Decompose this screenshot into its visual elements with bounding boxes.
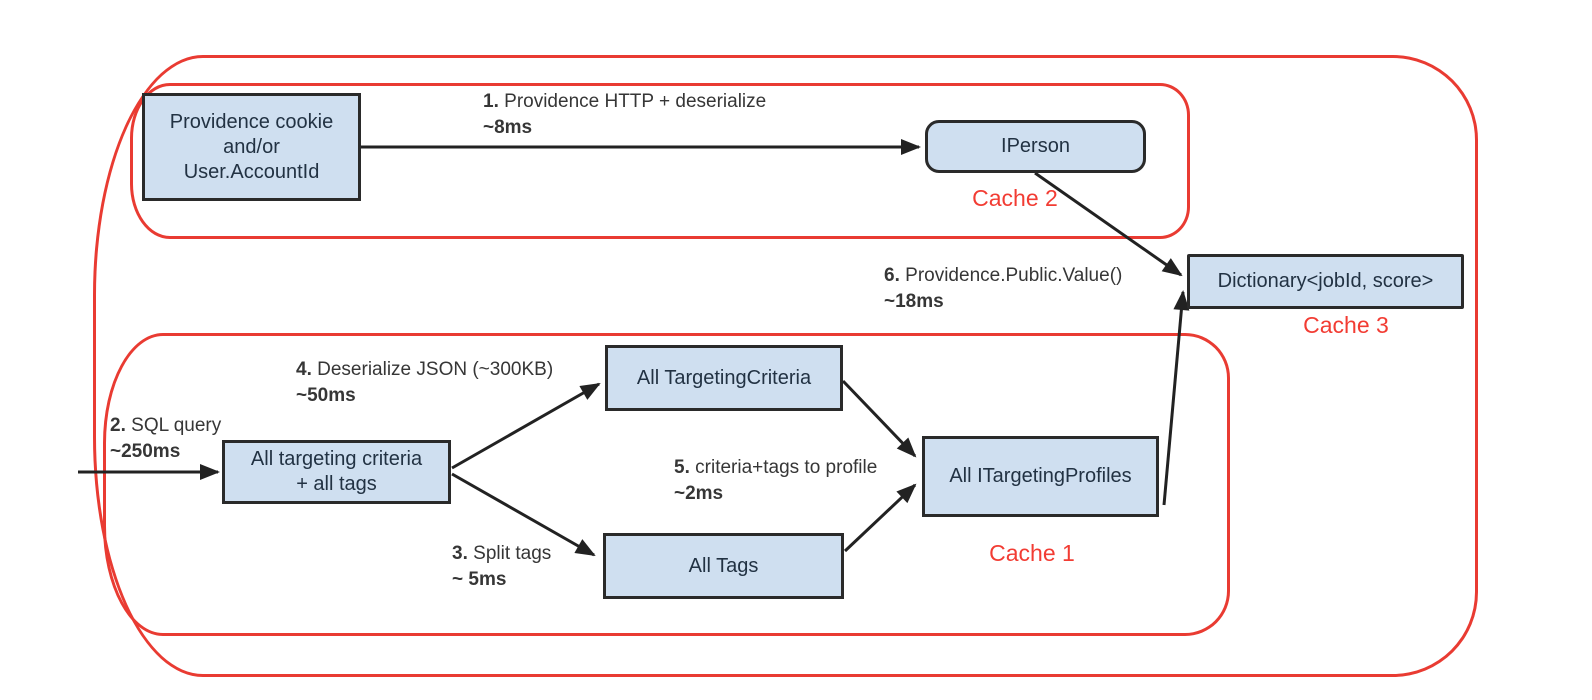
cache1-label: Cache 1 <box>989 540 1075 566</box>
edge-label-step4: 4. Deserialize JSON (~300KB) ~50ms <box>296 357 553 409</box>
edge-label-step1: 1. Providence HTTP + deserialize ~8ms <box>483 89 766 141</box>
cache-region-2 <box>130 83 1190 239</box>
edge-label-step3-line1: 3. Split tags <box>452 543 552 564</box>
edge-label-step1-time: ~8ms <box>483 117 533 138</box>
cache-region-1 <box>103 333 1230 636</box>
node-iperson: IPerson <box>925 120 1146 173</box>
edge-label-step4-line1: 4. Deserialize JSON (~300KB) <box>296 359 554 380</box>
edge-label-step6-time: ~18ms <box>884 291 944 312</box>
edge-label-step2: 2. SQL query ~250ms <box>110 413 221 465</box>
edge-label-step5-line1: 5. criteria+tags to profile <box>674 457 878 478</box>
node-all-itargetingprofiles: All ITargetingProfiles <box>922 436 1159 517</box>
cache-region-outer <box>93 55 1478 677</box>
edge-label-step6: 6. Providence.Public.Value() ~18ms <box>884 263 1122 315</box>
edge-label-step3: 3. Split tags ~ 5ms <box>452 541 551 593</box>
node-all-tags: All Tags <box>603 533 844 599</box>
cache2-label: Cache 2 <box>972 185 1058 211</box>
node-all-targeting-criteria-plus-tags: All targeting criteria + all tags <box>222 440 451 504</box>
edge-label-step5-time: ~2ms <box>674 483 724 504</box>
edge-label-step5: 5. criteria+tags to profile ~2ms <box>674 455 877 507</box>
edge-label-step2-line1: 2. SQL query <box>110 415 222 436</box>
node-all-targetingcriteria: All TargetingCriteria <box>605 345 843 411</box>
edge-label-step6-line1: 6. Providence.Public.Value() <box>884 265 1123 286</box>
edge-label-step1-line1: 1. Providence HTTP + deserialize <box>483 91 767 112</box>
edge-label-step4-time: ~50ms <box>296 385 356 406</box>
edge-label-step2-time: ~250ms <box>110 441 181 462</box>
cache3-label: Cache 3 <box>1303 312 1389 338</box>
edge-label-step3-time: ~ 5ms <box>452 569 507 590</box>
node-providence-cookie: Providence cookie and/or User.AccountId <box>142 93 361 201</box>
node-dictionary-jobid-score: Dictionary<jobId, score> <box>1187 254 1464 309</box>
